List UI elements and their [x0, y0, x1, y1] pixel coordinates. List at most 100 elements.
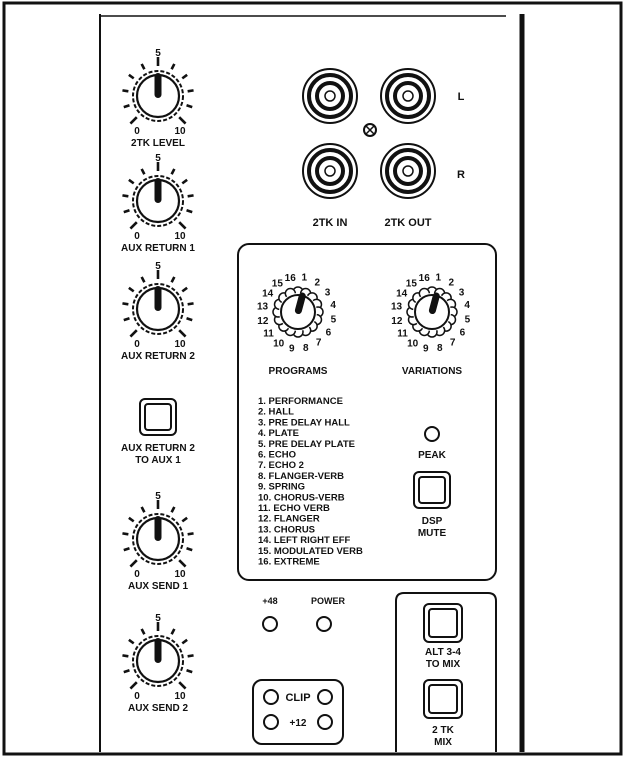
knob-label: AUX SEND 1	[128, 581, 188, 592]
dial-number: 14	[396, 289, 408, 300]
dial-number: 13	[391, 302, 403, 313]
preset-item: 13. CHORUS	[258, 524, 315, 535]
dial-number: 6	[326, 327, 332, 338]
dial-number: 10	[407, 338, 419, 349]
aux-switch-label-line1: AUX RETURN 2	[121, 443, 195, 454]
plus12-label: +12	[290, 718, 307, 729]
ground-screw-icon	[363, 123, 377, 137]
dsp-mute-label-line1: DSP	[422, 516, 443, 527]
knob-scale-mid: 5	[155, 261, 161, 272]
dial-number: 6	[460, 327, 466, 338]
dial-number: 9	[289, 343, 295, 354]
knob-scale-min: 0	[134, 339, 140, 350]
preset-item: 14. LEFT RIGHT EFF	[258, 535, 351, 546]
knob-scale-max: 10	[174, 126, 186, 137]
dial-number: 7	[450, 337, 456, 348]
jack-2tk-in-left[interactable]	[302, 68, 358, 124]
alt-switch-label-line2: TO MIX	[426, 659, 461, 670]
dial-number: 2	[315, 278, 321, 289]
clip-led-left	[263, 689, 279, 705]
jack-label-left: L	[458, 91, 465, 103]
jack-label-right: R	[457, 169, 465, 181]
preset-item: 12. FLANGER	[258, 514, 320, 525]
dial-number: 16	[419, 273, 431, 284]
knob-scale-max: 10	[174, 569, 186, 580]
alt-switch-label-line1: ALT 3-4	[425, 647, 461, 658]
dial-number: 1	[301, 273, 307, 284]
peak-led	[424, 426, 440, 442]
dial-number: 16	[285, 273, 297, 284]
knob-label: 2TK LEVEL	[131, 138, 185, 149]
variations-label: VARIATIONS	[402, 366, 463, 377]
preset-item: 15. MODULATED VERB	[258, 546, 363, 557]
dial-number: 10	[273, 338, 285, 349]
alt-3-4-to-mix-button[interactable]	[423, 603, 463, 643]
dial-number: 8	[303, 343, 309, 354]
rca-jacks	[302, 68, 436, 199]
dial-number: 3	[459, 287, 465, 298]
dial-number: 11	[397, 329, 408, 340]
peak-label: PEAK	[418, 450, 447, 461]
power-label: POWER	[311, 596, 346, 606]
preset-item: 16. EXTREME	[258, 557, 320, 568]
preset-item: 10. CHORUS-VERB	[258, 492, 345, 503]
dial-number: 13	[257, 302, 269, 313]
dial-number: 14	[262, 289, 274, 300]
dial-number: 8	[437, 343, 443, 354]
knob-scale-mid: 5	[155, 491, 161, 502]
dial-number: 15	[272, 279, 284, 290]
clip-led-right	[317, 689, 333, 705]
preset-item: 11. ECHO VERB	[258, 503, 330, 514]
dial-number: 15	[406, 279, 418, 290]
knob-scale-min: 0	[134, 691, 140, 702]
jack-2tk-out-left[interactable]	[380, 68, 436, 124]
preset-item: 1. PERFORMANCE	[258, 396, 343, 407]
preset-item: 5. PRE DELAY PLATE	[258, 439, 355, 450]
preset-item: 6. ECHO	[258, 450, 296, 461]
knob-scale-mid: 5	[155, 153, 161, 164]
dial-number: 5	[331, 314, 337, 325]
2tk-switch-label-line1: 2 TK	[432, 725, 454, 736]
preset-item: 8. FLANGER-VERB	[258, 471, 344, 482]
dial-number: 7	[316, 337, 322, 348]
dial-number: 2	[449, 278, 455, 289]
dial-number: 4	[464, 300, 470, 311]
dsp-mute-label-line2: MUTE	[418, 528, 447, 539]
knob-scale-min: 0	[134, 231, 140, 242]
dial-number: 11	[263, 329, 274, 340]
dsp-section-box	[237, 243, 497, 581]
jack-2tk-in-right[interactable]	[302, 143, 358, 199]
preset-item: 2. HALL	[258, 407, 294, 418]
2tk-switch-label-line2: MIX	[434, 737, 452, 748]
dial-number: 12	[257, 316, 269, 327]
preset-item: 3. PRE DELAY HALL	[258, 417, 350, 428]
aux-return-to-aux-switch[interactable]	[139, 398, 177, 436]
power-led	[316, 616, 332, 632]
phantom-led	[262, 616, 278, 632]
2tk-to-mix-button[interactable]	[423, 679, 463, 719]
knob-scale-max: 10	[174, 231, 186, 242]
dsp-mute-button[interactable]	[413, 471, 451, 509]
preset-item: 4. PLATE	[258, 428, 299, 439]
dial-number: 4	[330, 300, 336, 311]
dial-number: 12	[391, 316, 403, 327]
knob-scale-max: 10	[174, 691, 186, 702]
knob-scale-mid: 5	[155, 48, 161, 59]
clip-label: CLIP	[285, 692, 310, 704]
jack-2tk-out-right[interactable]	[380, 143, 436, 199]
jack-label-2tk-in: 2TK IN	[313, 217, 348, 229]
switch-section-box	[395, 592, 497, 752]
phantom-label: +48	[262, 596, 277, 606]
dial-number: 5	[465, 314, 471, 325]
